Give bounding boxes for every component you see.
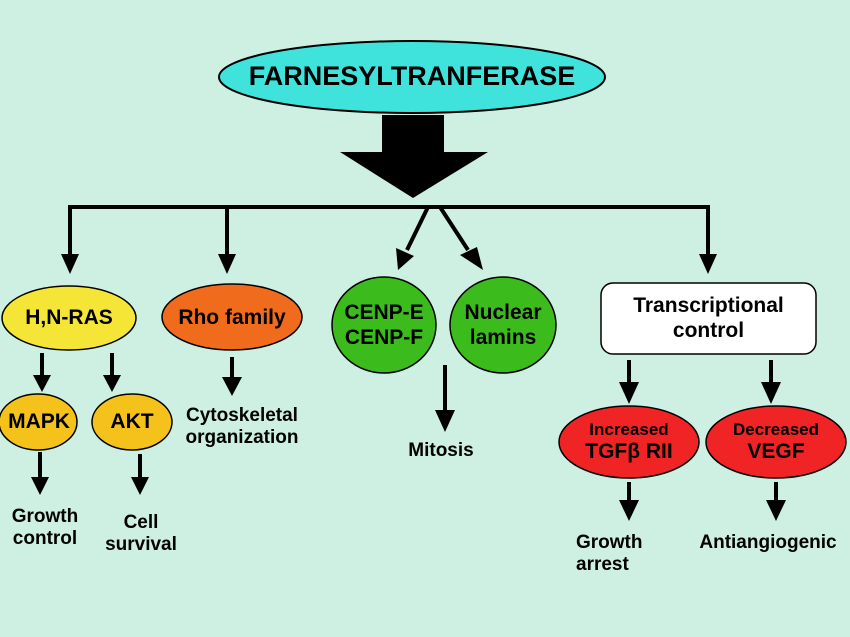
mitosis-label: Mitosis bbox=[408, 440, 474, 461]
vegf-line-2: VEGF bbox=[747, 440, 805, 464]
growth-control-line-1: Growth bbox=[11, 506, 79, 527]
cell-survival-label: Cell survival bbox=[96, 512, 186, 557]
branch-lines bbox=[68, 205, 710, 255]
lower-arrow-shafts bbox=[38, 353, 778, 502]
vegf-ellipse bbox=[705, 405, 847, 479]
growth-control-line-2: control bbox=[12, 528, 78, 550]
lamins-line-2: lamins bbox=[469, 325, 537, 349]
mapk-ellipse bbox=[0, 393, 78, 451]
cytoskeletal-line-2: organization bbox=[185, 427, 299, 449]
akt-label: AKT bbox=[110, 410, 154, 433]
big-down-arrow bbox=[340, 115, 488, 198]
tgfb-label: Increased TGFβ RII bbox=[559, 420, 699, 465]
cell-survival-line-2: survival bbox=[105, 534, 177, 556]
cenp-label: CENP-E CENP-F bbox=[334, 301, 434, 351]
lamins-line-1: Nuclear bbox=[464, 301, 542, 324]
cell-survival-line-1: Cell bbox=[123, 512, 159, 533]
lamins-ellipse bbox=[449, 276, 557, 374]
cenp-line-2: CENP-F bbox=[344, 325, 424, 349]
mapk-label: MAPK bbox=[8, 410, 70, 433]
vegf-line-1: Decreased bbox=[732, 420, 819, 439]
growth-arrest-line-1: Growth bbox=[576, 532, 643, 553]
title-ellipse bbox=[218, 40, 606, 114]
rho-ellipse bbox=[161, 283, 303, 351]
lamins-label: Nuclear lamins bbox=[453, 301, 553, 351]
tgfb-line-1: Increased bbox=[589, 420, 669, 439]
vegf-label: Decreased VEGF bbox=[706, 420, 846, 465]
title-label: FARNESYLTRANFERASE bbox=[248, 61, 576, 91]
lower-arrowheads bbox=[31, 375, 786, 521]
cytoskeletal-label: Cytoskeletal organization bbox=[172, 405, 312, 450]
tgfb-line-2: TGFβ RII bbox=[585, 440, 673, 464]
transcriptional-line-2: control bbox=[672, 318, 745, 342]
transcriptional-label: Transcriptional control bbox=[601, 294, 816, 344]
rho-label: Rho family bbox=[178, 306, 286, 329]
cenp-ellipse bbox=[331, 276, 437, 374]
akt-ellipse bbox=[91, 393, 173, 451]
tgfb-ellipse bbox=[558, 405, 700, 479]
cenp-line-1: CENP-E bbox=[344, 301, 424, 324]
transcriptional-line-1: Transcriptional bbox=[633, 294, 784, 317]
branch-arrowheads bbox=[61, 247, 717, 274]
antiangiogenic-label: Antiangiogenic bbox=[699, 532, 837, 553]
cytoskeletal-line-1: Cytoskeletal bbox=[186, 405, 298, 426]
growth-arrest-label: Growth arrest bbox=[576, 532, 666, 577]
transcriptional-box bbox=[600, 282, 817, 355]
growth-arrest-line-2: arrest bbox=[576, 554, 629, 576]
hnras-label: H,N-RAS bbox=[25, 306, 113, 329]
growth-control-label: Growth control bbox=[0, 506, 90, 551]
hnras-ellipse bbox=[1, 285, 137, 351]
